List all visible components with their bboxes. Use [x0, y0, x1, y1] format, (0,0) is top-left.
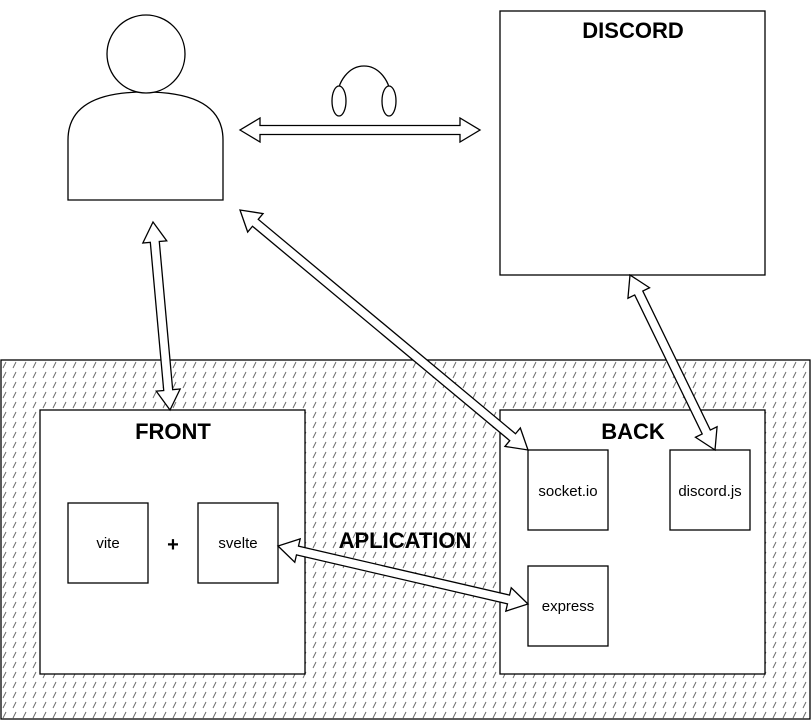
application-title: APLICATION	[339, 528, 472, 553]
svelte-label: svelte	[218, 535, 257, 552]
express-box	[527, 565, 609, 647]
discord-box: DISCORD	[499, 10, 766, 276]
discordjs-box	[669, 449, 751, 531]
socketio-label: socket.io	[538, 483, 597, 500]
back-title: BACK	[601, 419, 665, 444]
connector-arrows	[141, 116, 718, 613]
user-front-arrow	[141, 220, 182, 412]
express-label: express	[542, 598, 595, 615]
headphones-icon	[331, 65, 397, 117]
user-socketio-arrow	[239, 209, 529, 451]
user-discord-arrow	[238, 116, 482, 144]
svelte-express-arrow	[276, 537, 530, 613]
front-title: FRONT	[135, 419, 211, 444]
svelte-box	[197, 502, 279, 584]
back-box: BACK socket.io discord.js express	[499, 409, 766, 675]
front-box: FRONT vite + svelte	[39, 409, 306, 675]
discord-title: DISCORD	[582, 18, 683, 43]
discordjs-label: discord.js	[678, 483, 741, 500]
vite-box	[67, 502, 149, 584]
discord-discordjs-arrow	[627, 273, 718, 452]
vite-label: vite	[96, 535, 119, 552]
socketio-box	[527, 449, 609, 531]
user-icon	[67, 14, 224, 201]
plus-sign: +	[167, 534, 179, 556]
